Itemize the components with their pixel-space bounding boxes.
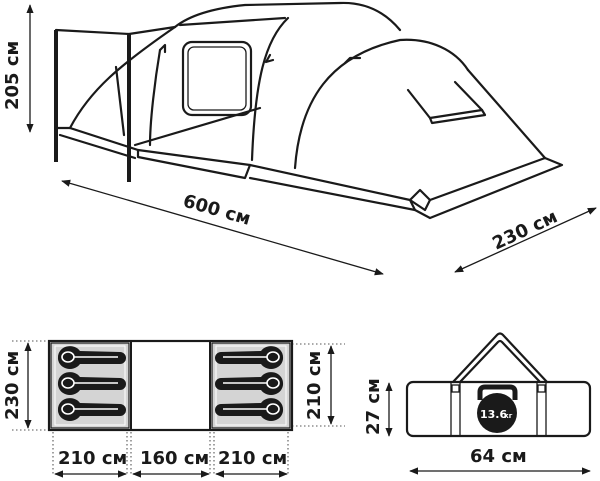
front-arch — [68, 25, 177, 130]
strap-buckle-right — [537, 384, 546, 393]
sleeping-bag-icon — [57, 346, 126, 369]
weight-unit: кг — [504, 412, 513, 420]
length-label: 600 см — [181, 191, 253, 230]
middle-arch — [250, 16, 290, 162]
window-inner — [187, 46, 247, 111]
kettlebell-weight-icon: 13.6 кг — [477, 384, 518, 433]
awning-floor-edge — [54, 126, 140, 152]
roof-vent-base — [428, 108, 487, 125]
floor-skirt-middle — [248, 163, 417, 212]
sleeping-bag-icon — [215, 372, 284, 395]
carry-bag: 13.6 кг 27 см 64 см — [363, 332, 592, 475]
awning-floor-front — [58, 133, 137, 160]
section-label-right: 210 см — [218, 448, 287, 469]
sleeping-bag-icon — [57, 398, 126, 421]
sleeping-bags-left — [57, 346, 126, 421]
bag-strap-right — [536, 381, 547, 437]
roof-vent — [406, 80, 484, 120]
vestibule-floor-diag — [133, 106, 262, 147]
bag-length-label: 64 см — [470, 446, 527, 467]
awning-top — [54, 25, 177, 36]
bag-strap-left — [450, 381, 461, 437]
bag-body — [405, 380, 592, 438]
rear-dome-notch — [343, 56, 362, 65]
width-arrow — [454, 207, 597, 273]
arch-notch-1 — [158, 43, 167, 54]
bedroom-depth-label: 210 см — [304, 351, 325, 420]
strap-buckle-left — [451, 384, 460, 393]
sleeping-bag-icon — [215, 346, 284, 369]
front-panel-seam — [114, 65, 126, 137]
width-label: 230 см — [489, 206, 561, 254]
floor-skirt-rear — [413, 156, 564, 220]
roof-ridge — [173, 1, 402, 32]
arch-notch-2 — [264, 53, 275, 64]
sleeping-bag-icon — [57, 372, 126, 395]
vestibule-arch-left — [148, 48, 162, 147]
length-arrow — [61, 179, 384, 276]
tent-3d-view: 600 см 230 см 205 см — [2, 1, 597, 276]
rear-dome — [293, 38, 470, 170]
floor-skirt-front — [136, 148, 252, 180]
bag-height-label: 27 см — [363, 378, 384, 435]
sleeping-bags-right — [215, 346, 284, 421]
roof-band — [178, 16, 287, 27]
section-label-left: 210 см — [58, 448, 127, 469]
height-label: 205 см — [2, 41, 23, 110]
bag-handle-inner — [458, 339, 542, 384]
window — [181, 40, 253, 117]
floor-plan: 230 см 210 см 210 см 160 см 210 см — [2, 339, 345, 478]
section-label-middle: 160 см — [140, 448, 209, 469]
bag-handle-outer — [451, 332, 549, 384]
rear-slope — [466, 68, 547, 160]
floor-width-label: 230 см — [2, 351, 23, 420]
sleeping-bag-icon — [215, 398, 284, 421]
weight-value: 13.6 — [480, 408, 507, 421]
